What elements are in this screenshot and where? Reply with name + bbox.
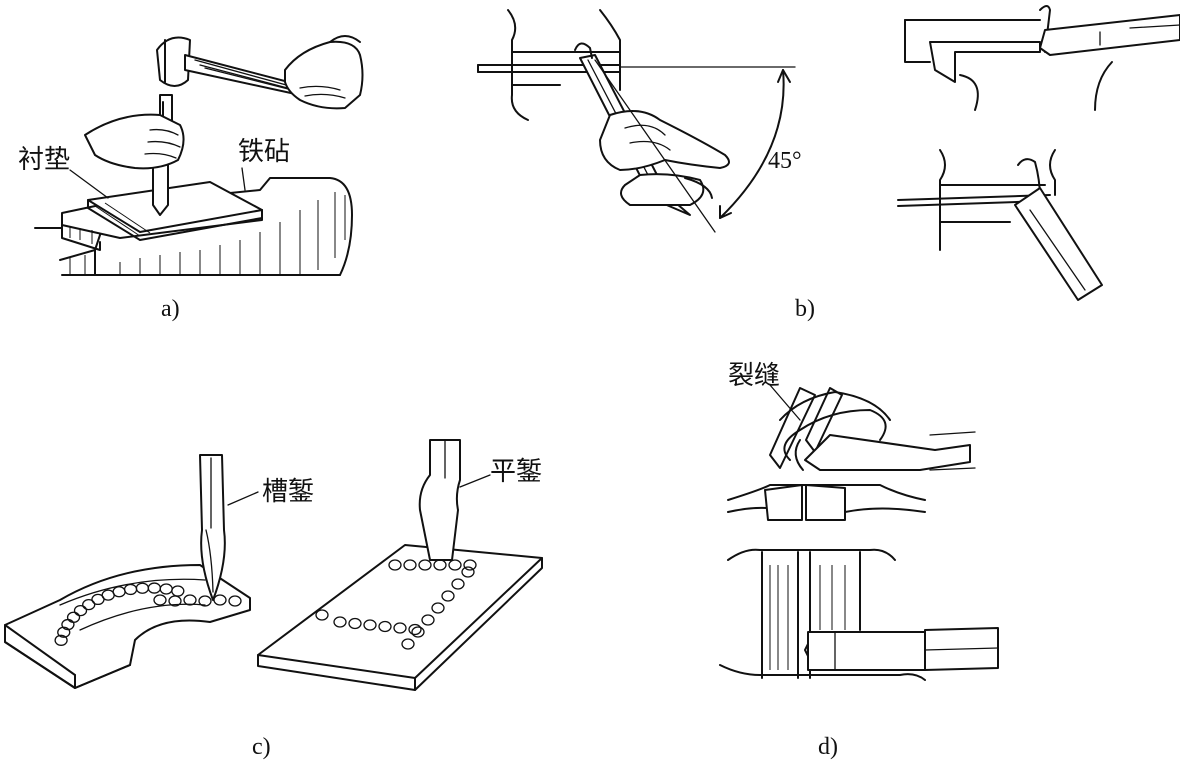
- anvil-label: 铁砧: [238, 137, 290, 167]
- drilled-hole: [393, 622, 407, 634]
- left-hand: [84, 113, 185, 170]
- drilled-hole: [401, 638, 415, 650]
- drilled-hole: [451, 578, 465, 590]
- crack-label: 裂缝: [728, 361, 780, 391]
- panel-a: 衬垫 铁砧 a): [18, 35, 364, 322]
- drilled-hole: [183, 594, 197, 606]
- vise-top-right: [904, 5, 1180, 111]
- panel-b: 45° b): [477, 5, 1180, 322]
- drilled-hole: [198, 595, 212, 607]
- drilled-hole: [348, 617, 362, 630]
- drilled-hole: [228, 595, 242, 607]
- drilled-hole: [73, 604, 88, 617]
- drilled-hole: [82, 598, 96, 611]
- flat-chisel: [418, 439, 461, 561]
- rect-plate: [257, 544, 543, 691]
- drilled-hole: [441, 590, 455, 602]
- right-hand: [284, 35, 364, 110]
- upper-vise: [727, 387, 976, 521]
- pad-label: 衬垫: [18, 145, 70, 175]
- angle-arc: [719, 69, 785, 219]
- vise-jaws: [477, 9, 621, 121]
- angle-line: [594, 59, 716, 233]
- drilled-hole: [153, 594, 167, 606]
- drilled-hole: [168, 595, 182, 607]
- curved-plate: [4, 564, 251, 689]
- drilled-hole: [333, 616, 347, 628]
- drilled-hole: [378, 620, 392, 633]
- drilled-hole: [461, 566, 475, 578]
- flat-chisel-leader: [459, 474, 491, 488]
- drilled-hole: [431, 602, 445, 614]
- drilled-hole: [408, 623, 422, 636]
- drilled-hole: [463, 559, 477, 571]
- drilled-hole: [411, 626, 425, 638]
- drilled-hole: [363, 619, 377, 631]
- angle-arrow-top: [777, 69, 791, 83]
- hammer: [156, 36, 301, 96]
- anvil-leader-line: [241, 167, 246, 191]
- drilled-hole: [421, 614, 435, 626]
- groove-chisel-label: 槽錾: [262, 477, 314, 507]
- angle-arrow-bottom: [719, 205, 732, 219]
- groove-chisel-leader: [227, 491, 259, 506]
- panel-d: 裂缝 d): [719, 361, 999, 760]
- drilled-hole: [54, 634, 68, 646]
- drilled-hole: [57, 626, 71, 638]
- lower-vise: [719, 548, 999, 681]
- flat-chisel-label: 平錾: [490, 457, 542, 487]
- panel-d-caption: d): [818, 734, 838, 760]
- vise-bottom-right: [897, 149, 1103, 301]
- drilled-hole: [388, 559, 402, 571]
- drilled-hole: [448, 559, 462, 571]
- crack-leader: [769, 384, 801, 421]
- panel-c: 槽錾 平錾 c): [4, 439, 543, 760]
- panel-a-caption: a): [161, 296, 180, 322]
- drilled-hole: [403, 559, 417, 571]
- drilled-hole: [66, 611, 81, 623]
- drilled-hole: [418, 559, 432, 571]
- chisel-hand: [574, 42, 730, 216]
- panel-b-caption: b): [795, 296, 815, 322]
- panel-c-caption: c): [252, 734, 271, 760]
- pad-plate: [61, 181, 263, 251]
- groove-chisel: [199, 454, 226, 601]
- drilled-hole: [315, 609, 329, 621]
- pad-leader-line: [69, 169, 109, 199]
- angle-label: 45°: [768, 148, 802, 174]
